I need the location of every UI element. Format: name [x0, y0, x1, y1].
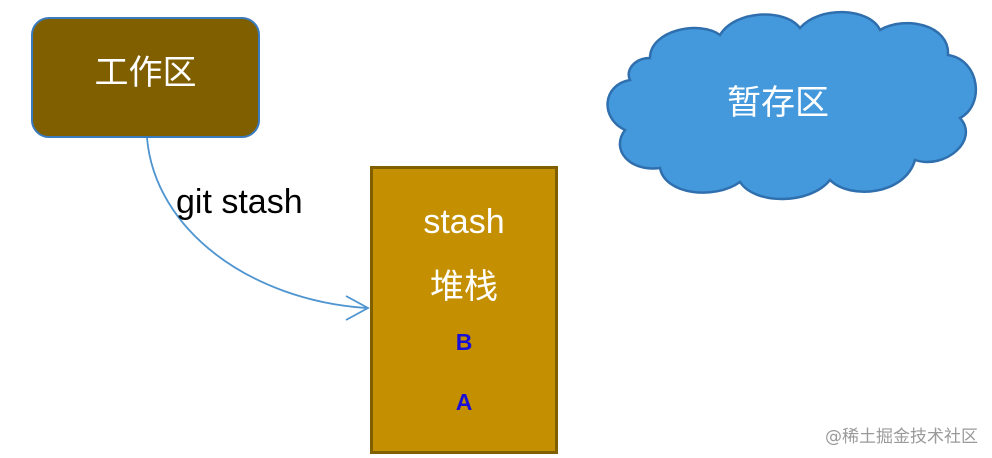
stash-title: stash — [423, 203, 505, 241]
watermark: @稀土掘金技术社区 — [825, 427, 978, 447]
stash-stack-box: stash 堆栈 B A — [370, 166, 558, 454]
stash-item-a: A — [455, 389, 473, 415]
git-stash-command-label: git stash — [176, 183, 303, 221]
workspace-box: 工作区 — [31, 17, 260, 138]
workspace-label: 工作区 — [94, 53, 197, 93]
staging-cloud — [606, 10, 978, 201]
git-stash-arrow — [146, 137, 370, 321]
stash-subtitle: 堆栈 — [430, 267, 498, 307]
stash-item-b: B — [455, 329, 473, 355]
staging-label: 暂存区 — [727, 83, 829, 123]
